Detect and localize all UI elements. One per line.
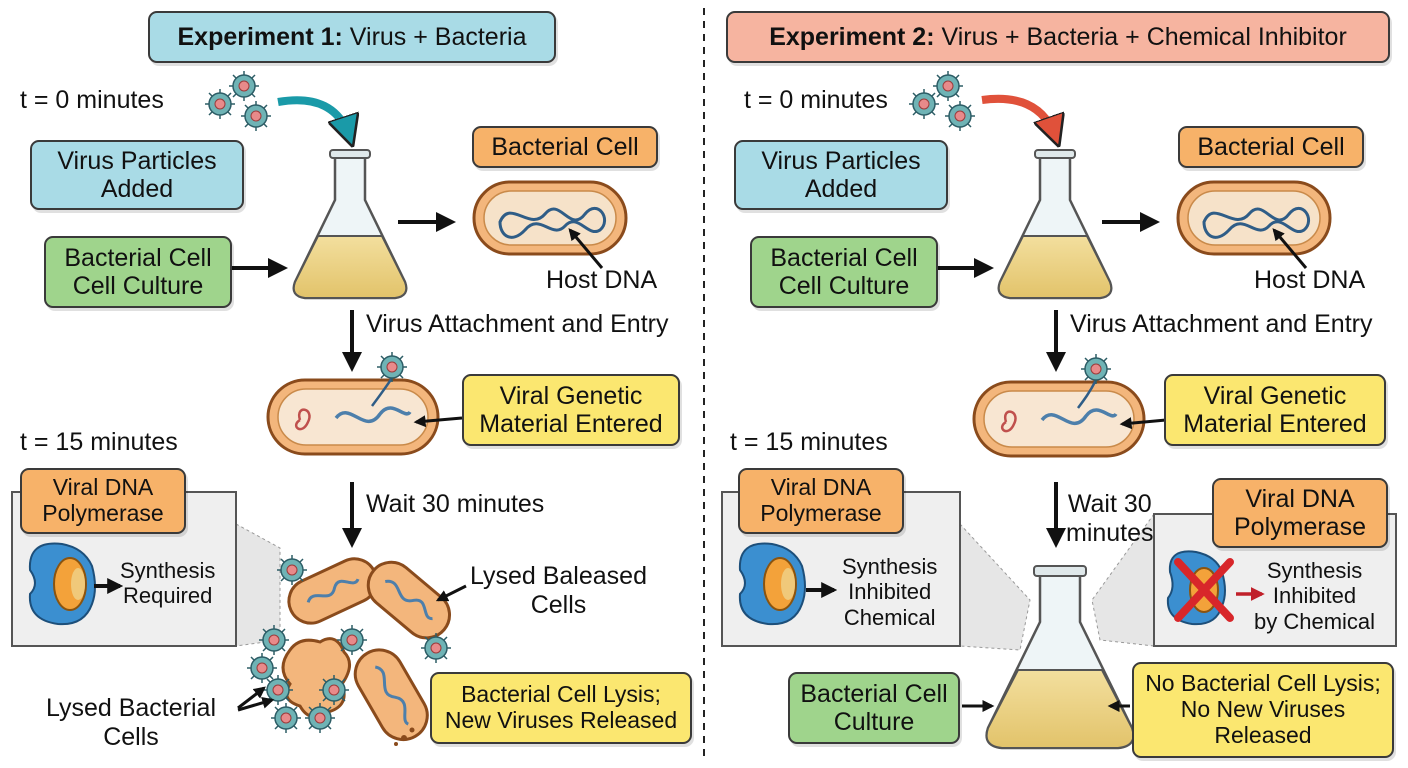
exp1-bacterial-cell-text: Bacterial Cell xyxy=(491,133,639,161)
exp2-polymerase-right-text: Viral DNA Polymerase xyxy=(1234,485,1366,541)
exp1-infected-cell-icon xyxy=(266,351,440,456)
exp1-flask-icon xyxy=(292,149,408,300)
exp1-lysis-result-label: Bacterial Cell Lysis; New Viruses Releas… xyxy=(430,672,692,744)
exp1-attach-step-label: Virus Attachment and Entry xyxy=(366,310,669,338)
exp1-lysed-cells-icon xyxy=(246,554,452,746)
exp1-lysed-released-label: Lysed Baleased Cells xyxy=(470,562,647,619)
exp2-bacterial-cell-text: Bacterial Cell xyxy=(1197,133,1345,161)
exp1-virus-cluster-icon xyxy=(204,70,272,132)
exp1-title-bold: Experiment 1: xyxy=(177,23,343,51)
exp2-virus-added-label: Virus Particles Added xyxy=(734,140,948,210)
exp2-host-dna-pointer xyxy=(1272,228,1308,269)
exp2-synthesis-left-label: Synthesis Inhibited Chemical xyxy=(842,554,938,630)
exp1-genetic-pointer xyxy=(413,415,463,428)
exp2-polymerase-inset-left xyxy=(721,491,1031,651)
exp1-bacterial-cell-icon xyxy=(472,180,628,256)
exp2-curved-arrow xyxy=(981,94,1056,138)
exp1-genetic-entered-text: Viral Genetic Material Entered xyxy=(479,382,663,438)
exp2-title-rest: Virus + Bacteria + Chemical Inhibitor xyxy=(934,23,1347,51)
exp2-time-0: t = 0 minutes xyxy=(744,86,888,114)
exp2-virus-cluster-icon xyxy=(908,70,976,132)
exp1-virus-added-text: Virus Particles Added xyxy=(57,147,217,203)
exp2-culture-text: Bacterial Cell Cell Culture xyxy=(770,244,918,300)
exp1-virus-added-label: Virus Particles Added xyxy=(30,140,244,210)
exp1-time-15: t = 15 minutes xyxy=(20,428,178,456)
exp2-attach-step-label: Virus Attachment and Entry xyxy=(1070,310,1373,338)
exp1-culture-label: Bacterial Cell Cell Culture xyxy=(44,236,232,308)
exp1-culture-text: Bacterial Cell Cell Culture xyxy=(64,244,212,300)
exp1-wait-label: Wait 30 minutes xyxy=(366,490,545,518)
exp1-lysed-bacterial-label: Lysed Bacterial Cells xyxy=(46,694,216,751)
exp1-polymerase-label: Viral DNA Polymerase xyxy=(20,468,186,534)
exp2-bacterial-cell-label: Bacterial Cell xyxy=(1178,126,1364,168)
exp2-no-lysis-text: No Bacterial Cell Lysis; No New Viruses … xyxy=(1145,670,1381,748)
exp2-polymerase-icon-left xyxy=(738,542,806,626)
exp1-polymerase-icon xyxy=(28,542,96,626)
exp2-wait-label: Wait 30 minutes xyxy=(1066,490,1154,547)
exp2-host-dna-label: Host DNA xyxy=(1254,266,1366,294)
exp2-culture-label: Bacterial Cell Cell Culture xyxy=(750,236,938,308)
exp1-title-rest: Virus + Bacteria xyxy=(342,23,527,51)
exp1-curved-arrow xyxy=(277,96,350,138)
exp1-genetic-entered-label: Viral Genetic Material Entered xyxy=(462,374,680,446)
exp2-polymerase-right-label: Viral DNA Polymerase xyxy=(1212,478,1388,548)
exp1-bacterial-cell-label: Bacterial Cell xyxy=(472,126,658,168)
exp2-title-bold: Experiment 2: xyxy=(769,23,935,51)
exp2-culture-bottom-text: Bacterial Cell Culture xyxy=(800,680,948,736)
exp2-synthesis-right-label: Synthesis Inhibited by Chemical xyxy=(1254,558,1376,634)
exp2-bottom-flask-icon xyxy=(985,565,1135,750)
exp2-title: Experiment 2: Virus + Bacteria + Chemica… xyxy=(726,11,1390,63)
exp2-virus-added-text: Virus Particles Added xyxy=(761,147,921,203)
exp2-genetic-entered-text: Viral Genetic Material Entered xyxy=(1183,382,1367,438)
inhibition-x-icon xyxy=(1174,558,1234,622)
exp2-culture-bottom-label: Bacterial Cell Culture xyxy=(788,672,960,744)
exp1-time-0: t = 0 minutes xyxy=(20,86,164,114)
exp1-lysed-bacterial-pointer2 xyxy=(237,696,275,712)
exp1-host-dna-label: Host DNA xyxy=(546,266,658,294)
exp2-genetic-pointer xyxy=(1119,417,1167,430)
exp2-infected-cell-icon xyxy=(972,353,1146,458)
exp2-bacterial-cell-icon xyxy=(1176,180,1332,256)
exp1-synthesis-label: Synthesis Required xyxy=(120,558,216,609)
exp1-title: Experiment 1: Virus + Bacteria xyxy=(148,11,556,63)
exp2-polymerase-left-label: Viral DNA Polymerase xyxy=(738,468,904,534)
exp2-polymerase-left-text: Viral DNA Polymerase xyxy=(760,474,882,526)
exp2-inhibited-polymerase-icon xyxy=(1166,550,1234,626)
exp1-host-dna-pointer xyxy=(568,228,604,269)
exp1-polymerase-text: Viral DNA Polymerase xyxy=(42,474,164,526)
exp1-lysed-bacterial-pointer1 xyxy=(237,686,266,710)
exp2-no-lysis-label: No Bacterial Cell Lysis; No New Viruses … xyxy=(1132,662,1394,758)
exp2-genetic-entered-label: Viral Genetic Material Entered xyxy=(1164,374,1386,446)
exp2-flask-icon xyxy=(997,149,1113,300)
exp1-lysis-result-text: Bacterial Cell Lysis; New Viruses Releas… xyxy=(444,681,678,733)
exp1-lysed-released-pointer xyxy=(435,584,467,602)
exp2-time-15: t = 15 minutes xyxy=(730,428,888,456)
